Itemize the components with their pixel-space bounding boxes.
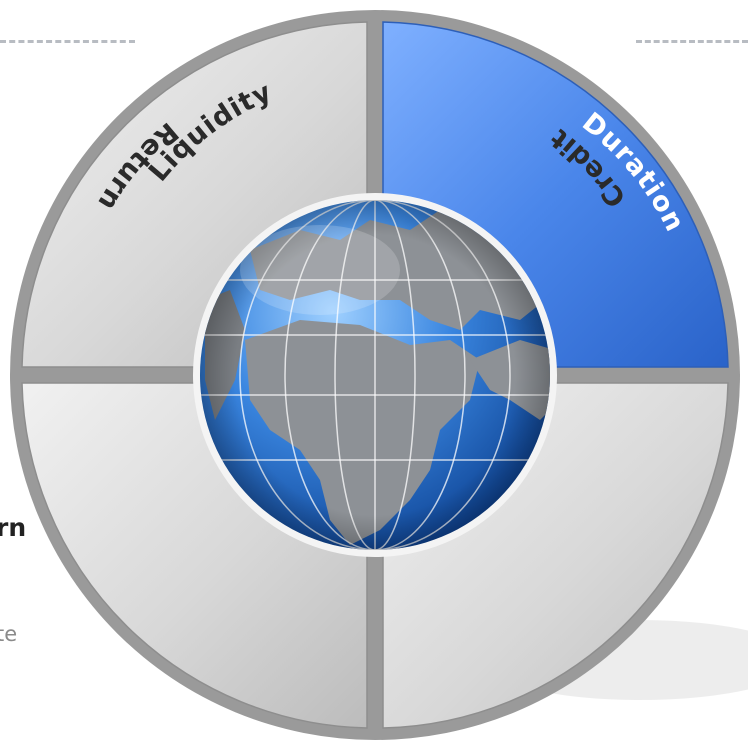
- globe-icon: [200, 200, 550, 550]
- dashed-line-right: [636, 40, 748, 43]
- cropped-heading-fragment: rn: [0, 513, 27, 542]
- cropped-subtext-fragment: te: [0, 622, 18, 646]
- dashed-line-left: [0, 40, 135, 43]
